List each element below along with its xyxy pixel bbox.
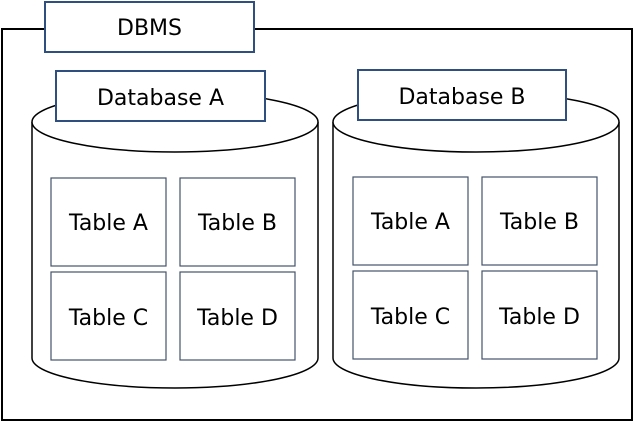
database-a-table-b-box — [179, 177, 296, 267]
database-a-tables: Table A Table B Table C Table D — [50, 177, 296, 361]
database-b-label: Database B — [398, 85, 525, 110]
database-a-table-c-box — [50, 271, 167, 361]
database-b-table-d-box — [481, 270, 598, 360]
database-b-table-c-label: Table C — [370, 305, 450, 330]
database-b-table-b-box — [481, 176, 598, 266]
database-a-table-a-box — [50, 177, 167, 267]
database-b-table-a-label: Table A — [370, 210, 450, 235]
database-a: Database A Table A Table B Table C Table… — [31, 70, 319, 389]
database-a-table-b-label: Table B — [197, 211, 277, 236]
dbms-label-box — [44, 1, 255, 53]
database-b-label-box — [357, 69, 567, 121]
database-b-table-c-box — [352, 270, 469, 360]
database-a-table-d-label: Table D — [196, 306, 278, 331]
dbms-label: DBMS — [117, 16, 182, 41]
database-b-tables: Table A Table B Table C Table D — [352, 176, 598, 360]
database-a-label: Database A — [97, 86, 224, 111]
database-b-table-a-box — [352, 176, 469, 266]
database-b: Database B Table A Table B Table C Table… — [332, 69, 620, 389]
database-b-table-b-label: Table B — [499, 210, 579, 235]
database-a-table-a-label: Table A — [68, 211, 148, 236]
database-b-table-d-label: Table D — [498, 305, 580, 330]
database-a-table-d-box — [179, 271, 296, 361]
database-a-label-box — [55, 70, 266, 122]
dbms-frame — [1, 28, 633, 421]
database-a-table-c-label: Table C — [68, 306, 148, 331]
